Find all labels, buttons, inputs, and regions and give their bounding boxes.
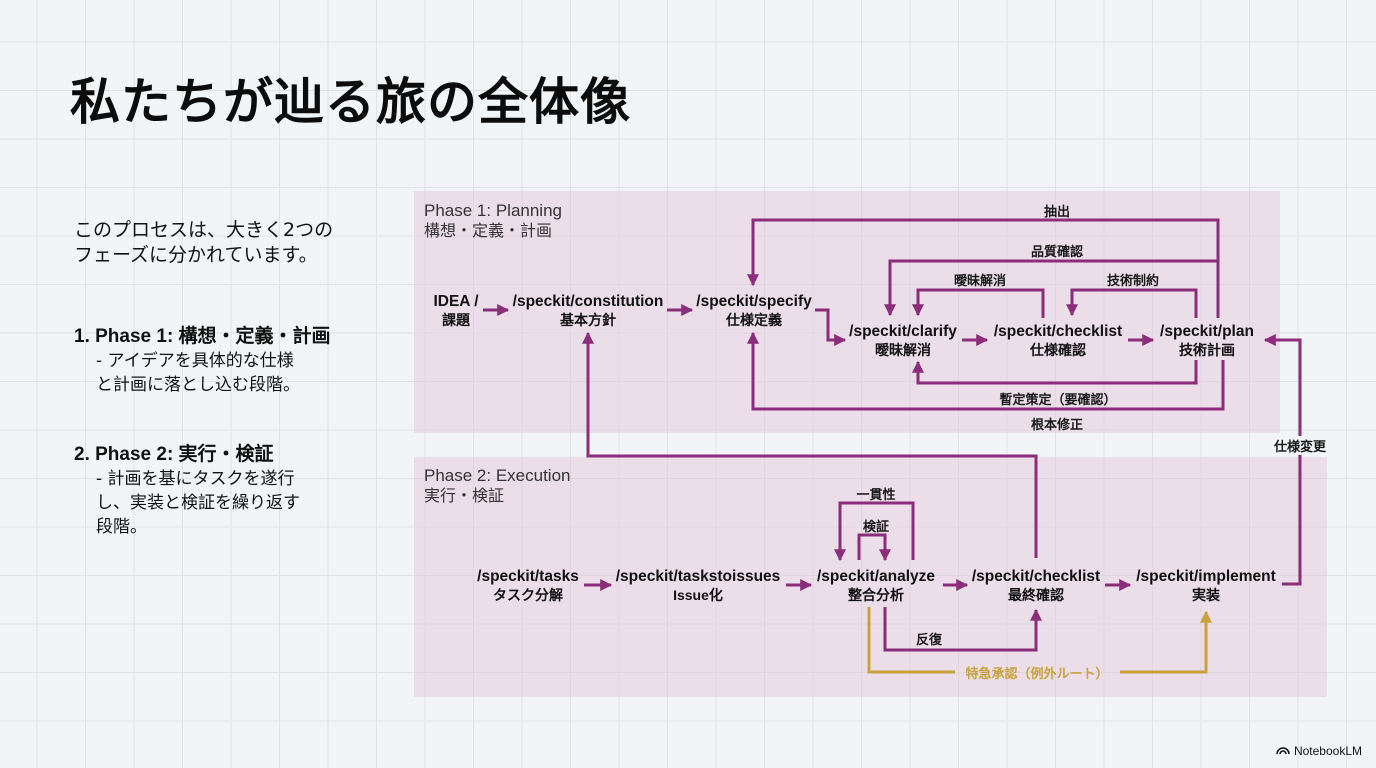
node-taskstoissues-jp: Issue化 xyxy=(673,587,723,603)
node-taskstoissues: /speckit/taskstoissues Issue化 xyxy=(616,567,781,605)
node-checklist-final: /speckit/checklist 最終確認 xyxy=(972,567,1100,605)
node-idea-jp: 課題 xyxy=(441,312,470,328)
node-specify-cmd: /speckit/specify xyxy=(696,293,812,310)
node-constitution-cmd: /speckit/constitution xyxy=(512,293,664,310)
page-title: 私たちが辿る旅の全体像 xyxy=(70,73,631,131)
phase-2-label-en: Phase 2: Execution xyxy=(424,466,571,485)
edge-to-constitution xyxy=(582,331,1038,558)
node-idea-cmd: IDEA / xyxy=(433,293,479,310)
node-checklist-spec-jp: 仕様確認 xyxy=(1030,342,1086,358)
node-specify-jp: 仕様定義 xyxy=(725,312,782,328)
edge-label-verify: 検証 xyxy=(862,520,890,535)
node-analyze-jp: 整合分析 xyxy=(847,587,904,603)
intro-line-2: フェーズに分かれています。 xyxy=(74,244,318,266)
phase-2-desc-3: 段階。 xyxy=(96,517,147,537)
edge-consistency xyxy=(834,501,915,562)
edge-label-root-fix: 根本修正 xyxy=(1030,418,1084,433)
node-implement-jp: 実装 xyxy=(1191,587,1220,603)
node-checklist-spec: /speckit/checklist 仕様確認 xyxy=(994,322,1122,360)
phase-1-label-jp: 構想・定義・計画 xyxy=(424,223,553,240)
edge-provisional xyxy=(912,360,1198,385)
node-tasks-cmd: /speckit/tasks xyxy=(477,568,579,585)
phase-1-label: Phase 1: Planning 構想・定義・計画 xyxy=(424,200,562,242)
edge-spec-change xyxy=(1263,334,1302,586)
phase-2-label: Phase 2: Execution 実行・検証 xyxy=(424,465,570,507)
edge-extract xyxy=(747,218,1220,318)
node-clarify-jp: 曖昧解消 xyxy=(874,342,931,358)
notebooklm-logo-icon xyxy=(1276,743,1290,758)
node-clarify-cmd: /speckit/clarify xyxy=(849,323,957,340)
edge-tech-constraint xyxy=(1066,288,1198,318)
node-plan-cmd: /speckit/plan xyxy=(1160,323,1254,340)
phase-2-desc-1: - 計画を基にタスクを遂行 xyxy=(96,469,295,489)
edge-label-provisional: 暫定策定（要確認） xyxy=(999,393,1117,408)
edge-label-tech-constraint: 技術制約 xyxy=(1106,274,1160,289)
node-specify: /speckit/specify 仕様定義 xyxy=(696,292,811,330)
phase-2-summary: 2. Phase 2: 実行・検証 - 計画を基にタスクを遂行 し、実装と検証を… xyxy=(74,443,394,539)
node-checklist-final-jp: 最終確認 xyxy=(1008,587,1064,603)
node-taskstoissues-cmd: /speckit/taskstoissues xyxy=(615,568,781,585)
node-plan-jp: 技術計画 xyxy=(1179,342,1235,358)
edge-label-iterate: 反復 xyxy=(915,633,943,648)
brand-name: NotebookLM xyxy=(1293,743,1362,758)
node-constitution-jp: 基本方針 xyxy=(560,312,616,328)
node-constitution: /speckit/constitution 基本方針 xyxy=(513,292,664,330)
phase-1-desc-1: - アイデアを具体的な仕様 xyxy=(96,351,294,371)
node-checklist-final-cmd: /speckit/checklist xyxy=(971,568,1101,585)
edge-ambiguity xyxy=(912,288,1045,318)
node-implement: /speckit/implement 実装 xyxy=(1136,567,1276,605)
edge-label-quality-check: 品質確認 xyxy=(1030,245,1084,260)
edge-quality-check xyxy=(884,259,1218,317)
phase-2-heading: 2. Phase 2: 実行・検証 xyxy=(74,444,274,465)
edge-expedite xyxy=(867,607,1206,674)
phase-1-summary: 1. Phase 1: 構想・定義・計画 - アイデアを具体的な仕様 と計画に落… xyxy=(74,325,394,397)
phase-2-desc-2: し、実装と検証を繰り返す xyxy=(96,493,300,513)
edge-label-spec-change: 仕様変更 xyxy=(1270,436,1330,455)
brand-watermark: NotebookLM xyxy=(1276,743,1362,758)
edge-iterate xyxy=(883,607,1042,652)
edge-label-expedite: 特急承認（例外ルート） xyxy=(965,667,1109,682)
edge-label-ambiguity: 曖昧解消 xyxy=(953,274,1007,289)
node-tasks: /speckit/tasks タスク分解 xyxy=(477,567,579,605)
node-idea: IDEA / 課題 xyxy=(433,292,478,330)
phase-1-heading: 1. Phase 1: 構想・定義・計画 xyxy=(74,326,331,347)
node-plan: /speckit/plan 技術計画 xyxy=(1160,322,1254,360)
phase-1-desc-2: と計画に落とし込む段階。 xyxy=(96,375,300,395)
node-tasks-jp: タスク分解 xyxy=(493,587,563,603)
phase-2-label-jp: 実行・検証 xyxy=(424,488,505,505)
node-analyze: /speckit/analyze 整合分析 xyxy=(817,567,935,605)
phase-1-label-en: Phase 1: Planning xyxy=(424,201,562,220)
phase-1-region xyxy=(414,191,1280,433)
edge-label-consistency: 一貫性 xyxy=(856,488,896,503)
edge-label-extract: 抽出 xyxy=(1043,205,1071,220)
node-implement-cmd: /speckit/implement xyxy=(1136,568,1276,585)
node-analyze-cmd: /speckit/analyze xyxy=(816,568,936,585)
edge-root-fix xyxy=(747,331,1225,411)
intro-text: このプロセスは、大きく2つの フェーズに分かれています。 xyxy=(74,218,394,268)
edge-verify xyxy=(857,533,891,562)
node-clarify: /speckit/clarify 曖昧解消 xyxy=(849,322,957,360)
intro-line-1: このプロセスは、大きく2つの xyxy=(74,219,334,241)
edge-specify-clarify xyxy=(815,308,847,346)
node-checklist-spec-cmd: /speckit/checklist xyxy=(993,323,1123,340)
